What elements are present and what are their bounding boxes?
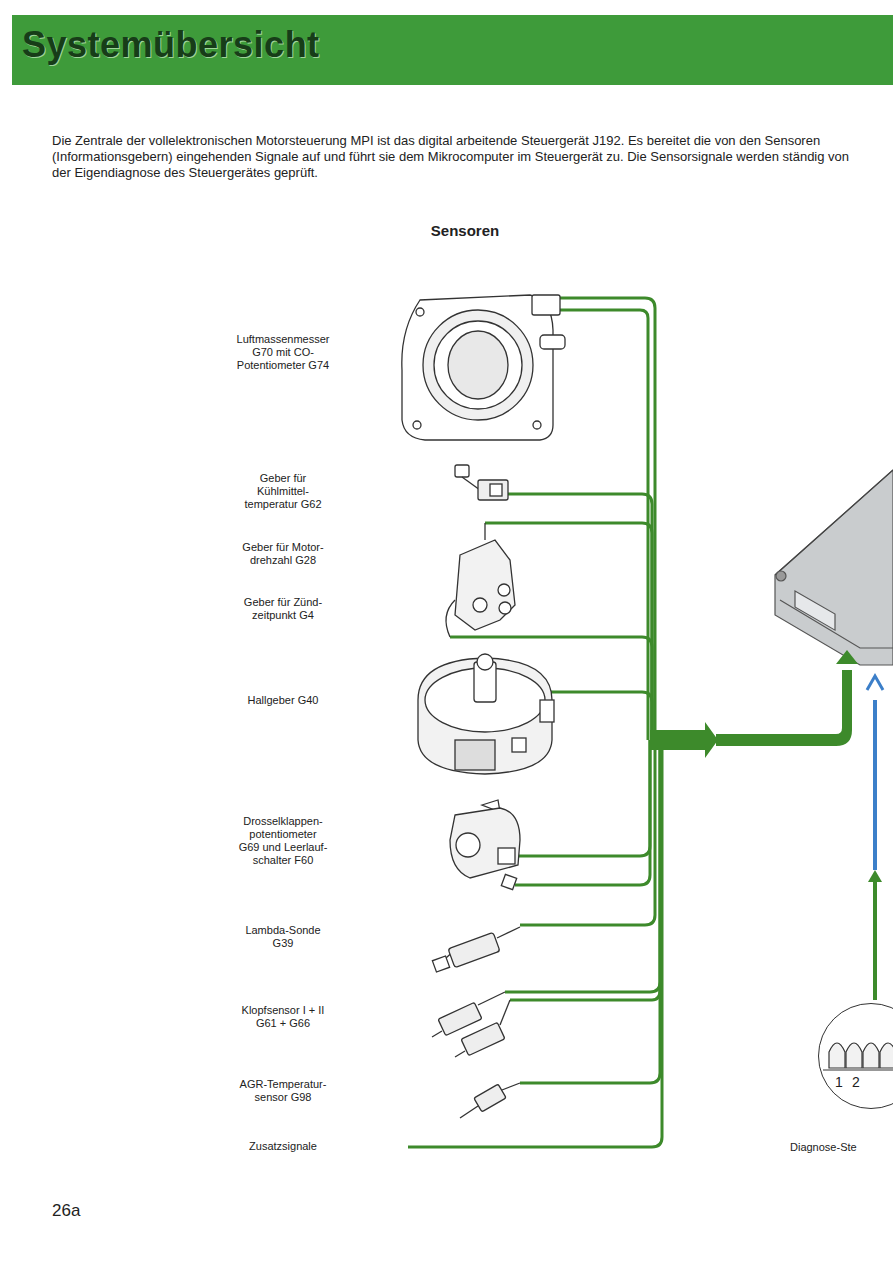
section-heading: Sensoren bbox=[400, 224, 530, 237]
pin-number: 2 bbox=[850, 1074, 862, 1090]
sensor-label: Hallgeber G40 bbox=[213, 694, 353, 707]
sensor-label: Geber für Zünd- zeitpunkt G4 bbox=[238, 596, 328, 622]
connector-pins bbox=[819, 1004, 893, 1108]
sensor-label: Lambda-Sonde G39 bbox=[243, 924, 323, 950]
air-mass-meter bbox=[402, 295, 565, 440]
hall-sender bbox=[418, 654, 554, 774]
sensor-label: Drosselklappen- potentiometer G69 und Le… bbox=[238, 815, 328, 867]
throttle-potentiometer bbox=[450, 800, 520, 890]
signal-trunk bbox=[650, 650, 883, 1000]
knock-sensors bbox=[432, 992, 510, 1057]
sensor-label: AGR-Temperatur- sensor G98 bbox=[236, 1078, 331, 1104]
diagnostic-connector: 12 bbox=[818, 1003, 893, 1109]
sensor-label: Klopfsensor I + II G61 + G66 bbox=[238, 1004, 328, 1030]
page-number: 26a bbox=[52, 1201, 112, 1221]
coolant-temperature-sender bbox=[455, 465, 508, 500]
title-band bbox=[12, 15, 893, 85]
control-unit bbox=[775, 470, 893, 665]
pin-number: 1 bbox=[833, 1074, 845, 1090]
lambda-probe bbox=[432, 927, 520, 972]
signal-label: Zusatzsignale bbox=[213, 1140, 353, 1153]
sensor-label: Luftmassenmesser G70 mit CO-Potentiomete… bbox=[231, 333, 336, 372]
connector-label: Diagnose-Ste bbox=[790, 1141, 893, 1154]
speed-reference-sender bbox=[446, 523, 515, 637]
egr-temperature-sensor bbox=[460, 1083, 520, 1118]
intro-text: Die Zentrale der vollelektronischen Moto… bbox=[52, 133, 852, 181]
sensor-label: Geber für Motor- drehzahl G28 bbox=[238, 541, 328, 567]
title: Systemübersicht bbox=[22, 24, 320, 66]
sensor-label: Geber für Kühlmittel- temperatur G62 bbox=[233, 472, 333, 511]
